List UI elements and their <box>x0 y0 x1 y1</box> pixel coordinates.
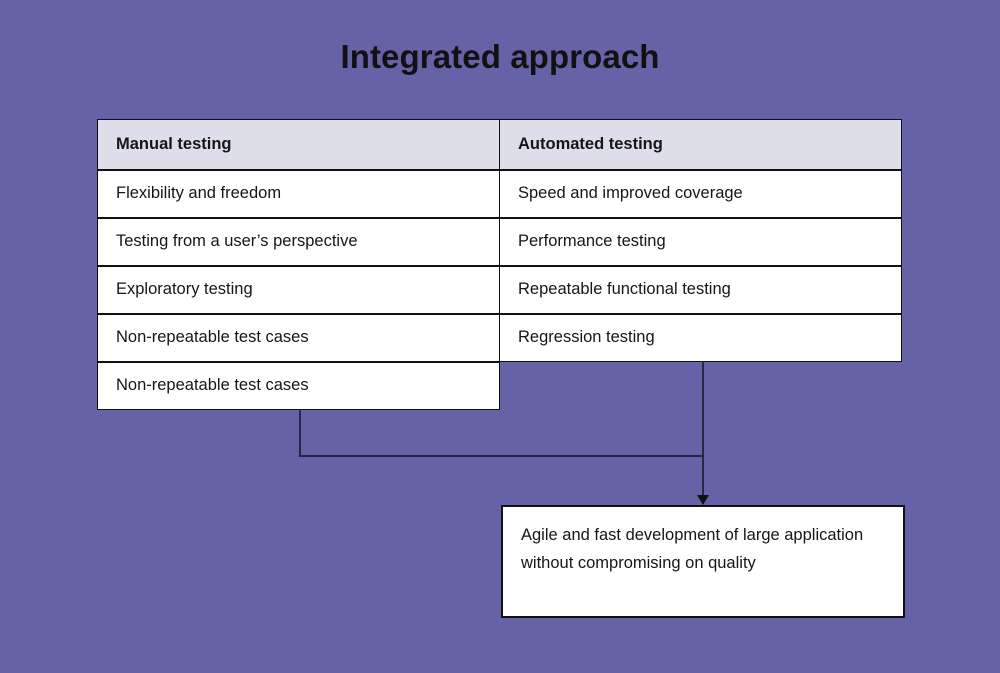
table-cell-manual-1: Flexibility and freedom <box>97 170 500 218</box>
arrow-down-icon <box>697 495 709 505</box>
table-row: Flexibility and freedom Speed and improv… <box>97 170 903 218</box>
table-cell-automated-4: Regression testing <box>499 314 902 362</box>
connector-vertical-left <box>299 409 301 457</box>
table-header-row: Manual testing Automated testing <box>97 119 903 170</box>
table-row: Exploratory testing Repeatable functiona… <box>97 266 903 314</box>
table-cell-manual-5: Non-repeatable test cases <box>97 362 500 410</box>
comparison-table: Manual testing Automated testing Flexibi… <box>97 119 903 410</box>
table-cell-automated-1: Speed and improved coverage <box>499 170 902 218</box>
table-row: Non-repeatable test cases Regression tes… <box>97 314 903 362</box>
connector-vertical-right <box>702 361 704 499</box>
table-cell-automated-3: Repeatable functional testing <box>499 266 902 314</box>
table-header-manual-testing: Manual testing <box>97 119 500 170</box>
outcome-box: Agile and fast development of large appl… <box>501 505 905 618</box>
table-row: Testing from a user’s perspective Perfor… <box>97 218 903 266</box>
table-cell-manual-2: Testing from a user’s perspective <box>97 218 500 266</box>
page-title: Integrated approach <box>340 38 660 75</box>
table-cell-manual-3: Exploratory testing <box>97 266 500 314</box>
table-header-automated-testing: Automated testing <box>499 119 902 170</box>
table-row: Non-repeatable test cases <box>97 362 903 410</box>
table-cell-manual-4: Non-repeatable test cases <box>97 314 500 362</box>
table-cell-automated-2: Performance testing <box>499 218 902 266</box>
table-cell-automated-5-empty <box>499 362 902 410</box>
connector-horizontal <box>299 455 704 457</box>
